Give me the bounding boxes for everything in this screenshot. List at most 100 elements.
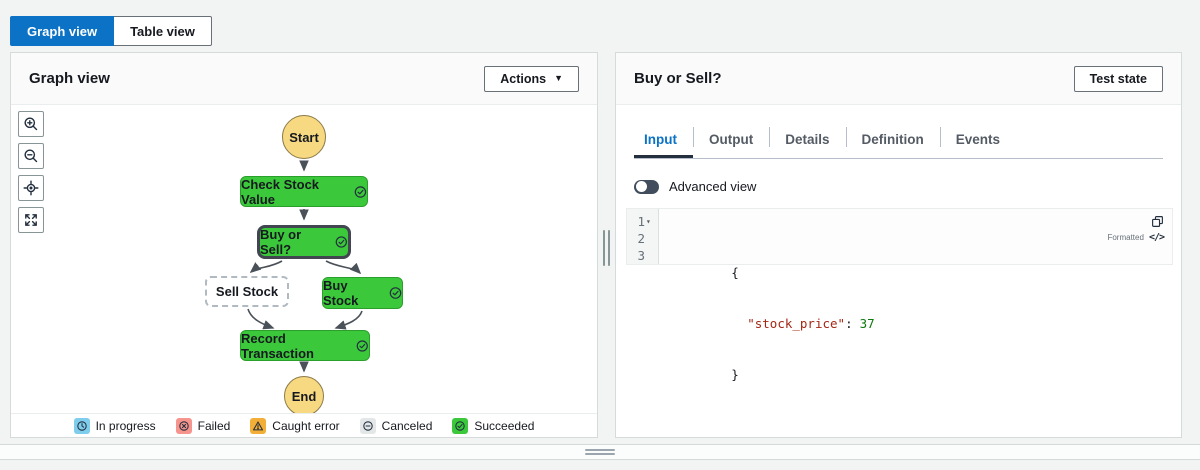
center-graph-button[interactable]	[18, 175, 44, 201]
state-node-record-transaction-label: Record Transaction	[241, 330, 314, 361]
state-node-buy-stock[interactable]: Buy Stock	[322, 277, 403, 309]
code-line-3: }	[671, 349, 875, 382]
tab-table-view[interactable]: Table view	[114, 16, 212, 46]
line-number: 1	[637, 214, 645, 229]
legend-item-failed: Failed	[175, 417, 231, 434]
state-details-panel: Buy or Sell? Test state Input Output Det…	[615, 52, 1182, 438]
graph-view-panel: Graph view Actions ▼	[10, 52, 598, 438]
bottom-resize-handle[interactable]	[0, 444, 1200, 460]
state-node-buy-stock-label: Buy Stock	[323, 278, 359, 308]
state-node-check-stock-value-label: Check Stock Value	[241, 176, 320, 207]
input-json-editor[interactable]: 1 ▾ 2 3 { "stock_price":37 }	[626, 208, 1173, 382]
warning-triangle-icon	[253, 420, 264, 430]
editor-gutter: 1 ▾ 2 3	[627, 209, 659, 264]
failed-swatch	[175, 417, 192, 434]
code-format-icon: </>	[1148, 232, 1165, 243]
tab-output[interactable]: Output	[693, 121, 769, 158]
legend-label: Succeeded	[474, 418, 535, 433]
zoom-out-icon	[24, 149, 38, 163]
caught-error-swatch	[250, 417, 267, 434]
gutter-line: 2	[627, 230, 658, 247]
legend-label: Canceled	[381, 418, 433, 433]
check-circle-icon	[455, 420, 466, 431]
state-node-record-transaction[interactable]: Record Transaction	[240, 330, 370, 361]
state-node-buy-or-sell-label: Buy or Sell?	[260, 227, 302, 257]
clock-icon	[76, 420, 87, 431]
details-panel-header: Buy or Sell? Test state	[616, 53, 1181, 105]
legend-item-canceled: Canceled	[359, 417, 433, 434]
zoom-in-icon	[24, 117, 38, 131]
cross-circle-icon	[178, 420, 189, 431]
minus-circle-icon	[362, 420, 373, 431]
legend-item-succeeded: Succeeded	[452, 417, 535, 434]
details-tabs: Input Output Details Definition Events	[634, 121, 1163, 159]
expand-arrows-icon	[25, 214, 37, 226]
state-node-start-label: Start	[289, 129, 319, 145]
status-legend: In progress Failed Caught error Canceled…	[11, 413, 597, 437]
succeeded-check-icon	[389, 287, 402, 299]
tab-events[interactable]: Events	[939, 121, 1016, 158]
code-line-1: {	[671, 247, 875, 280]
center-crosshair-icon	[23, 180, 39, 196]
legend-item-in-progress: In progress	[73, 417, 156, 434]
legend-label: Caught error	[272, 418, 340, 433]
tab-details[interactable]: Details	[769, 121, 845, 158]
json-value: 37	[859, 316, 875, 331]
toggle-knob	[635, 181, 647, 192]
zoom-out-button[interactable]	[18, 143, 44, 169]
succeeded-check-icon	[336, 236, 348, 248]
graph-panel-header: Graph view Actions ▼	[11, 53, 597, 105]
graph-edges	[247, 160, 363, 373]
advanced-view-row: Advanced view	[634, 179, 1163, 194]
view-switcher: Graph view Table view	[10, 16, 212, 46]
tab-input[interactable]: Input	[634, 121, 693, 158]
advanced-view-label: Advanced view	[669, 179, 757, 194]
advanced-view-toggle[interactable]	[634, 179, 659, 194]
state-node-buy-or-sell[interactable]: Buy or Sell?	[257, 225, 351, 259]
zoom-in-button[interactable]	[18, 111, 44, 137]
caret-down-icon: ▼	[554, 73, 563, 83]
state-node-check-stock-value[interactable]: Check Stock Value	[240, 176, 368, 207]
succeeded-swatch	[452, 417, 469, 434]
legend-label: Failed	[197, 418, 231, 433]
json-separator: :	[845, 316, 853, 331]
state-node-start[interactable]: Start	[282, 115, 326, 159]
actions-button[interactable]: Actions ▼	[484, 65, 579, 92]
graph-toolbar	[18, 111, 44, 233]
copy-icon	[1152, 216, 1163, 227]
state-node-sell-stock-label: Sell Stock	[215, 284, 279, 299]
formatted-label: Formatted	[1107, 233, 1144, 242]
gutter-line: 1 ▾	[627, 213, 658, 230]
fold-caret-icon[interactable]: ▾	[646, 217, 651, 226]
fit-view-button[interactable]	[18, 207, 44, 233]
tab-definition[interactable]: Definition	[845, 121, 940, 158]
graph-canvas[interactable]: Start Check Stock Value Buy or Sell? Sel…	[11, 105, 597, 413]
state-node-sell-stock[interactable]: Sell Stock	[205, 276, 289, 307]
tab-graph-view[interactable]: Graph view	[10, 16, 115, 46]
editor-actions: Formatted </>	[1107, 215, 1165, 243]
succeeded-check-icon	[354, 185, 367, 198]
gutter-line: 3	[627, 247, 658, 264]
test-state-button[interactable]: Test state	[1073, 65, 1163, 92]
state-node-end-label: End	[291, 388, 317, 404]
copy-button[interactable]	[1151, 215, 1164, 228]
open-brace: {	[731, 265, 739, 280]
formatted-control[interactable]: Formatted </>	[1107, 232, 1165, 243]
test-state-button-label: Test state	[1089, 71, 1147, 86]
graph-panel-title: Graph view	[29, 70, 110, 87]
panel-resize-handle[interactable]	[603, 230, 610, 266]
state-node-end[interactable]: End	[284, 376, 324, 413]
legend-item-caught-error: Caught error	[250, 417, 340, 434]
json-key: "stock_price"	[747, 316, 846, 331]
details-panel-title: Buy or Sell?	[634, 70, 722, 87]
line-number: 3	[637, 248, 645, 263]
legend-label: In progress	[95, 418, 156, 433]
succeeded-check-icon	[357, 339, 369, 352]
editor-code[interactable]: { "stock_price":37 }	[659, 209, 875, 382]
close-brace: }	[731, 367, 739, 382]
actions-button-label: Actions	[500, 71, 547, 86]
canceled-swatch	[359, 417, 376, 434]
code-line-2: "stock_price":37	[671, 298, 874, 331]
in-progress-swatch	[73, 417, 90, 434]
line-number: 2	[637, 231, 645, 246]
